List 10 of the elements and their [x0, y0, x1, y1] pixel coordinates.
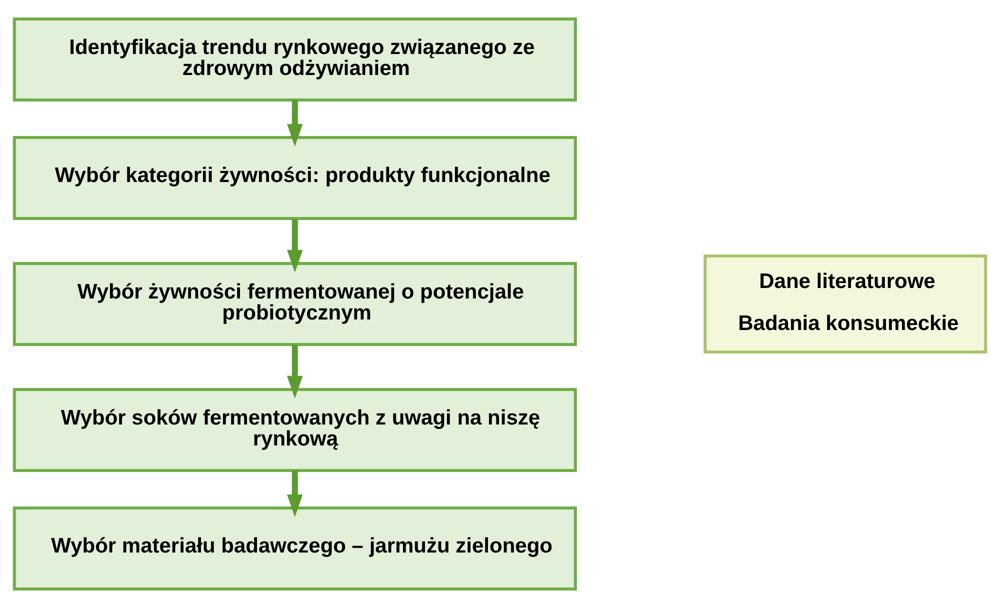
node-box: Identyfikacja trendu rynkowego związanego ze zdrowym odżywianiem [12, 18, 577, 102]
arrow [286, 345, 303, 398]
arrow [286, 219, 303, 272]
node-box: Dane literaturowe Badania konsumeckie [704, 254, 988, 354]
node-box: Wybór materiału badawczego – jarmużu zielonego [12, 506, 577, 590]
arrow [286, 470, 303, 518]
node-box: Wybór kategorii żywności: produkty funkcjonalne [12, 136, 577, 220]
arrow [286, 100, 303, 147]
node-box: Wybór żywności fermentowanej o potencjale probiotycznym [12, 262, 577, 346]
node-box: Wybór soków fermentowanych z uwagi na niszę rynkową [12, 388, 577, 472]
